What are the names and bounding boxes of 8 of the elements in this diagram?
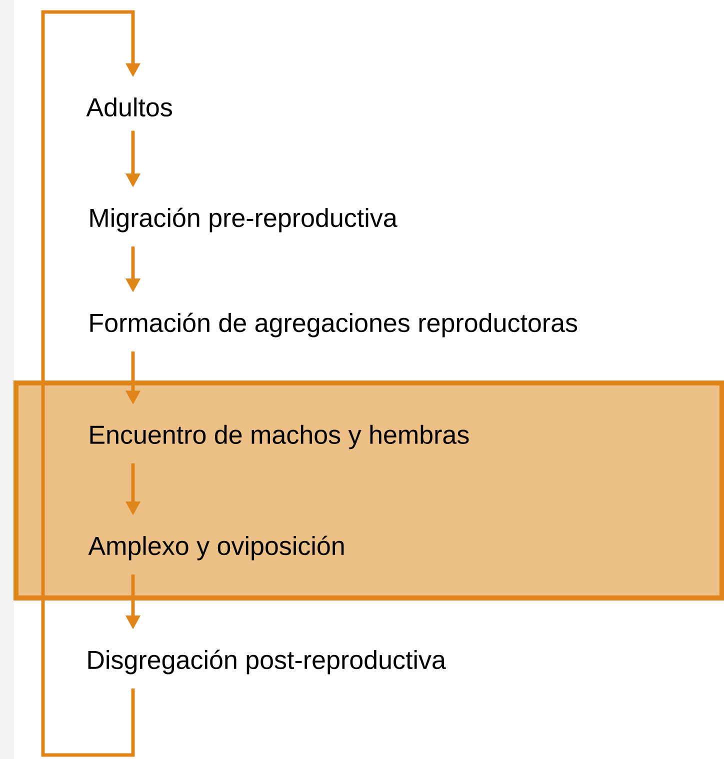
step-label: Migración pre-reproductiva bbox=[90, 208, 398, 232]
loop-arrow bbox=[41, 10, 141, 757]
step-label: Amplexo y oviposición bbox=[88, 536, 344, 560]
step-label: Adultos bbox=[86, 97, 172, 117]
step-label: Encuentro de machos y hembras bbox=[90, 424, 469, 450]
highlight-band bbox=[14, 380, 724, 600]
step-label: Disgregación post-reproductiva bbox=[88, 650, 446, 674]
step-label: Formación de agregaciones reproductoras bbox=[90, 312, 578, 338]
